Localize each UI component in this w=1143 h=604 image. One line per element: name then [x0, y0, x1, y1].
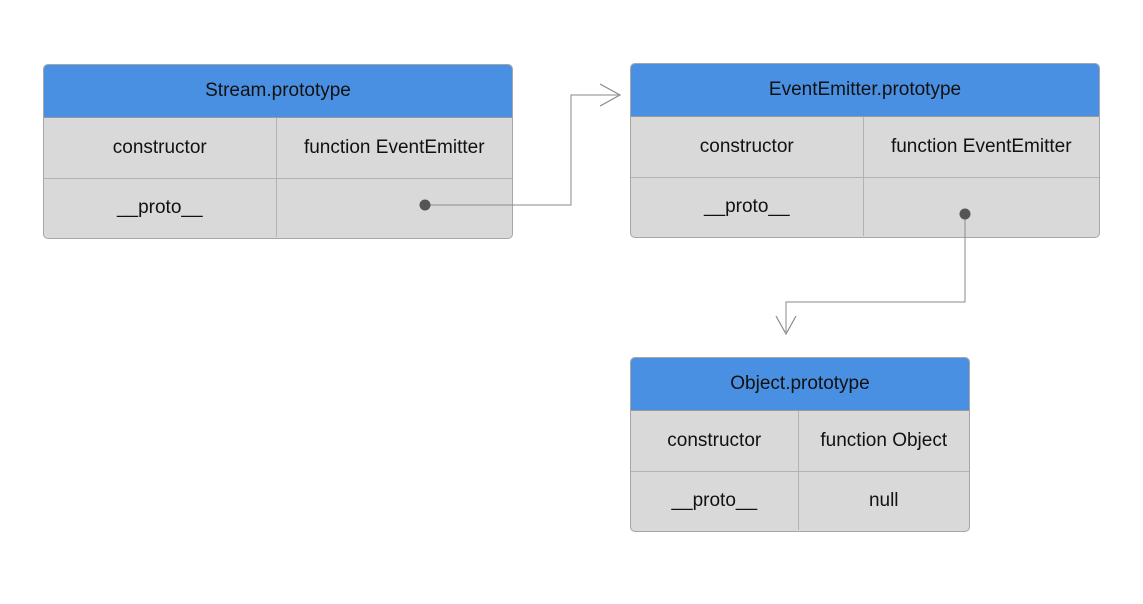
- eventemitter-constructor-key: constructor: [631, 117, 864, 177]
- object-constructor-row: constructor function Object: [631, 411, 969, 472]
- eventemitter-prototype-title: EventEmitter.prototype: [631, 64, 1099, 117]
- object-constructor-value: function Object: [820, 430, 948, 451]
- stream-constructor-key: constructor: [44, 118, 277, 178]
- eventemitter-constructor-row: constructor function EventEmitter: [631, 117, 1099, 178]
- stream-constructor-row: constructor function EventEmitter: [44, 118, 512, 179]
- eventemitter-prototype-box: EventEmitter.prototype constructor funct…: [630, 63, 1100, 238]
- object-prototype-box: Object.prototype constructor function Ob…: [630, 357, 970, 532]
- stream-proto-row: __proto__: [44, 179, 512, 237]
- stream-constructor-value: function EventEmitter: [303, 137, 485, 158]
- eventemitter-proto-value: [864, 178, 1100, 236]
- eventemitter-proto-row: __proto__: [631, 178, 1099, 236]
- arrowhead-down-icon: [775, 315, 797, 336]
- eventemitter-proto-key: __proto__: [631, 178, 864, 236]
- eventemitter-constructor-value: function EventEmitter: [890, 136, 1072, 157]
- stream-proto-key: __proto__: [44, 179, 277, 237]
- stream-prototype-title: Stream.prototype: [44, 65, 512, 118]
- stream-prototype-box: Stream.prototype constructor function Ev…: [43, 64, 513, 239]
- object-proto-key: __proto__: [631, 472, 799, 530]
- arrowhead-right-icon: [599, 83, 622, 107]
- stream-proto-value: [277, 179, 513, 237]
- object-proto-row: __proto__ null: [631, 472, 969, 530]
- object-proto-value: null: [868, 490, 899, 511]
- object-prototype-title: Object.prototype: [631, 358, 969, 411]
- object-constructor-key: constructor: [631, 411, 799, 471]
